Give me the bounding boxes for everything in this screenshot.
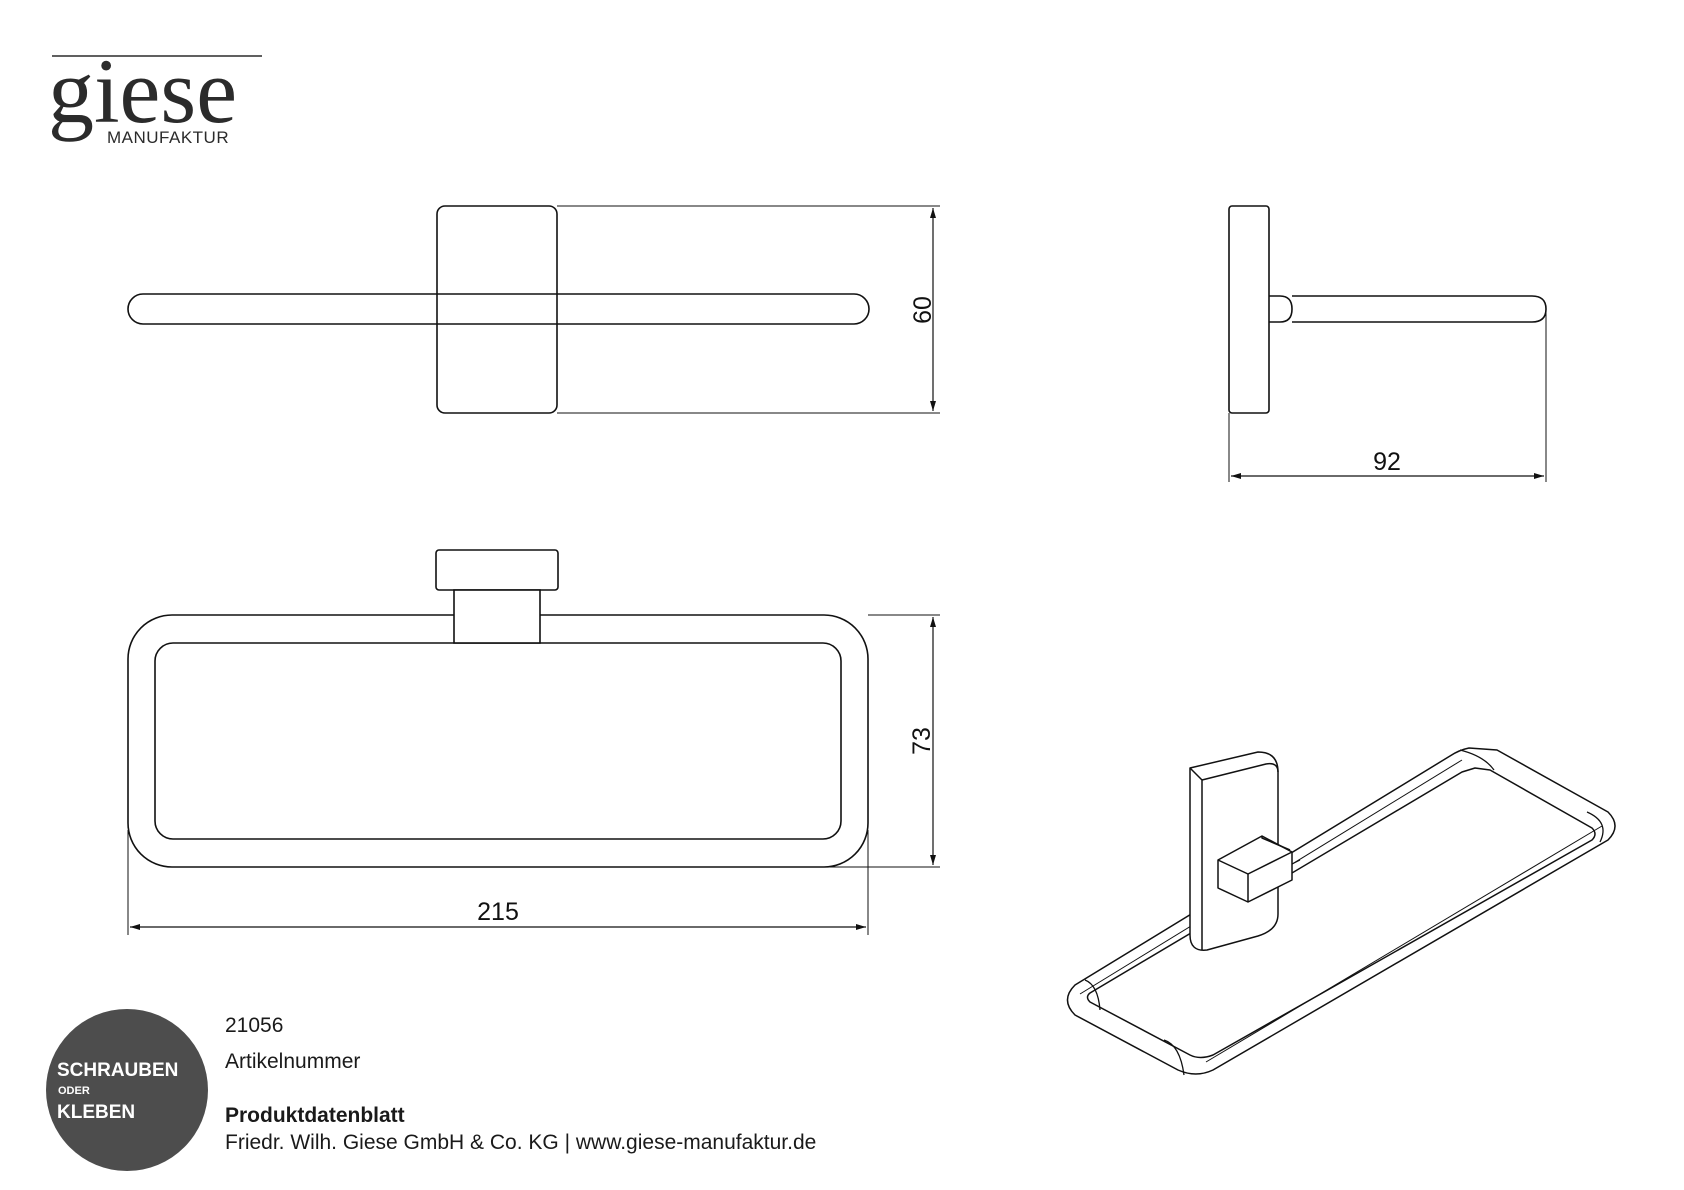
- article-number: 21056: [225, 1014, 284, 1037]
- isometric-view-drawing: [1066, 747, 1616, 1076]
- front-height-dimension: 60: [909, 296, 937, 324]
- side-depth-dimension: 92: [1373, 448, 1401, 476]
- side-view-drawing: [1228, 205, 1547, 482]
- top-height-dimension: 73: [908, 727, 936, 755]
- logo-subtitle: MANUFAKTUR: [107, 128, 229, 147]
- top-view-drawing: [127, 549, 940, 935]
- badge-line-or: ODER: [58, 1085, 90, 1097]
- logo-wordmark: giese: [48, 40, 237, 142]
- badge-line-screws: SCHRAUBEN: [57, 1060, 178, 1081]
- company-line: Friedr. Wilh. Giese GmbH & Co. KG | www.…: [225, 1131, 817, 1154]
- mounting-badge: SCHRAUBEN ODER KLEBEN: [46, 1009, 208, 1171]
- front-view-drawing: [127, 205, 940, 414]
- article-number-label: Artikelnummer: [225, 1050, 361, 1073]
- giese-logo: giese MANUFAKTUR: [48, 40, 262, 147]
- top-width-dimension: 215: [477, 898, 519, 926]
- badge-line-glue: KLEBEN: [57, 1102, 135, 1123]
- sheet-title: Produktdatenblatt: [225, 1104, 405, 1127]
- badge-circle: [46, 1009, 208, 1171]
